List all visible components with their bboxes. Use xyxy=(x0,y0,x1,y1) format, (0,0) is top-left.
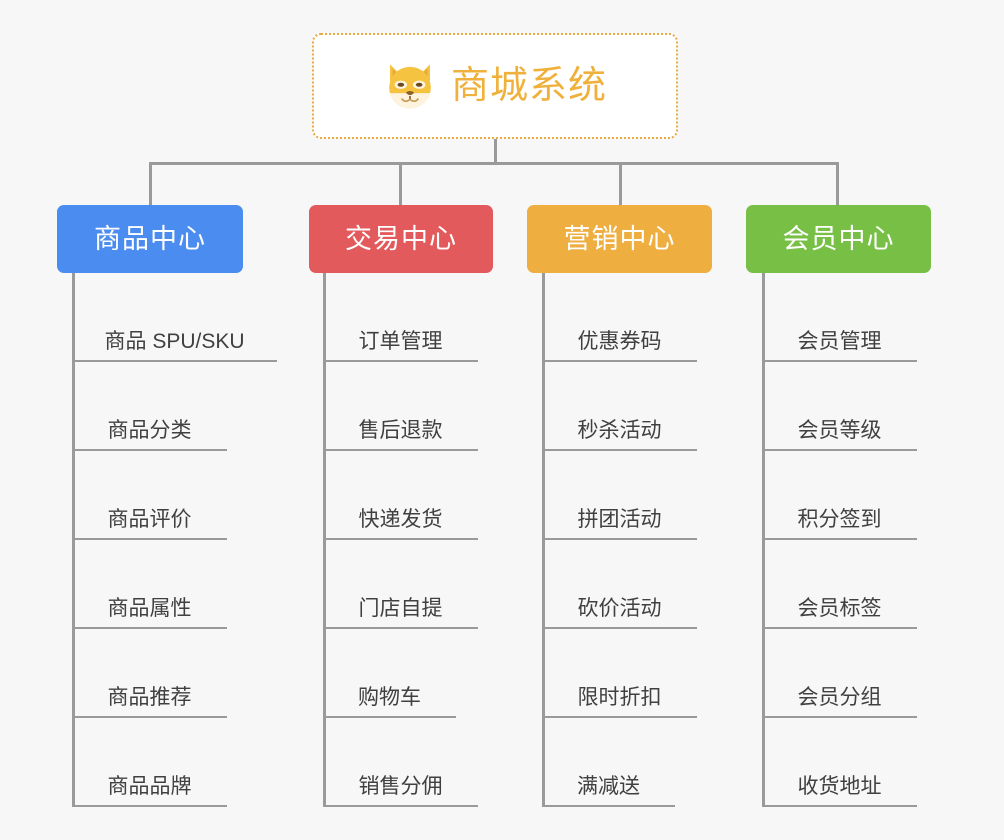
connector-root-stem xyxy=(494,139,497,164)
leaf-label: 订单管理 xyxy=(358,329,443,353)
category-label-4: 会员中心 xyxy=(782,223,895,254)
leaf-item[interactable]: 商品分类 xyxy=(72,362,227,451)
leaf-item[interactable]: 购物车 xyxy=(323,629,456,718)
category-box-3[interactable]: 营销中心 xyxy=(527,205,712,273)
leaf-label: 门店自提 xyxy=(358,596,443,620)
leaf-label: 销售分佣 xyxy=(358,774,443,798)
leaf-item[interactable]: 收货地址 xyxy=(762,718,917,807)
leaf-label: 拼团活动 xyxy=(577,507,662,531)
leaf-label: 商品推荐 xyxy=(107,685,192,709)
leaf-label: 满减送 xyxy=(577,774,640,798)
root-title: 商城系统 xyxy=(450,65,607,107)
leaf-label: 收货地址 xyxy=(797,774,882,798)
leaf-item[interactable]: 满减送 xyxy=(542,718,675,807)
leaf-item[interactable]: 会员分组 xyxy=(762,629,917,718)
leaf-item[interactable]: 销售分佣 xyxy=(323,718,478,807)
leaf-item[interactable]: 快递发货 xyxy=(323,451,478,540)
category-label-3: 营销中心 xyxy=(563,223,676,254)
leaf-label: 快递发货 xyxy=(358,507,443,531)
connector-drop-3 xyxy=(619,162,622,206)
leaf-label: 会员分组 xyxy=(797,685,882,709)
category-label-1: 商品中心 xyxy=(94,223,206,254)
leaf-item[interactable]: 售后退款 xyxy=(323,362,478,451)
leaf-spine-1 xyxy=(72,273,75,807)
category-label-2: 交易中心 xyxy=(345,223,457,254)
leaf-label: 购物车 xyxy=(358,685,421,709)
leaf-label: 商品分类 xyxy=(107,418,192,442)
leaf-item[interactable]: 砍价活动 xyxy=(542,540,697,629)
leaf-spine-3 xyxy=(542,273,545,807)
leaf-item[interactable]: 商品推荐 xyxy=(72,629,227,718)
leaf-item[interactable]: 拼团活动 xyxy=(542,451,697,540)
leaf-item[interactable]: 积分签到 xyxy=(762,451,917,540)
shiba-dog-icon xyxy=(389,64,431,109)
root-node-shop-system[interactable]: 商城系统 xyxy=(312,33,678,139)
leaf-item[interactable]: 商品属性 xyxy=(72,540,227,629)
leaf-item[interactable]: 会员管理 xyxy=(762,273,917,362)
leaf-item[interactable]: 限时折扣 xyxy=(542,629,697,718)
leaf-item[interactable]: 订单管理 xyxy=(323,273,478,362)
leaf-label: 售后退款 xyxy=(358,418,443,442)
leaf-label: 秒杀活动 xyxy=(577,418,662,442)
leaf-label: 会员标签 xyxy=(797,596,882,620)
leaf-spine-4 xyxy=(762,273,765,807)
leaf-item[interactable]: 优惠券码 xyxy=(542,273,697,362)
leaf-item[interactable]: 门店自提 xyxy=(323,540,478,629)
leaf-label: 会员管理 xyxy=(797,329,882,353)
leaf-label: 商品属性 xyxy=(107,596,192,620)
leaf-label: 商品评价 xyxy=(107,507,192,531)
leaf-label: 商品 SPU/SKU xyxy=(104,329,245,353)
leaf-label: 砍价活动 xyxy=(577,596,662,620)
connector-drop-2 xyxy=(399,162,402,206)
leaf-item[interactable]: 商品品牌 xyxy=(72,718,227,807)
leaf-label: 商品品牌 xyxy=(107,774,192,798)
leaf-label: 会员等级 xyxy=(797,418,882,442)
leaf-label: 积分签到 xyxy=(797,507,882,531)
leaf-item[interactable]: 会员等级 xyxy=(762,362,917,451)
leaf-label: 限时折扣 xyxy=(577,685,662,709)
leaf-item[interactable]: 商品评价 xyxy=(72,451,227,540)
connector-bus-line xyxy=(149,162,839,165)
category-box-4[interactable]: 会员中心 xyxy=(746,205,931,273)
leaf-item[interactable]: 会员标签 xyxy=(762,540,917,629)
category-box-2[interactable]: 交易中心 xyxy=(309,205,493,273)
leaf-label: 优惠券码 xyxy=(577,329,662,353)
leaf-spine-2 xyxy=(323,273,326,807)
leaf-item[interactable]: 秒杀活动 xyxy=(542,362,697,451)
connector-drop-4 xyxy=(836,162,839,206)
category-box-1[interactable]: 商品中心 xyxy=(57,205,243,273)
leaf-item[interactable]: 商品 SPU/SKU xyxy=(72,273,277,362)
connector-drop-1 xyxy=(149,162,152,206)
